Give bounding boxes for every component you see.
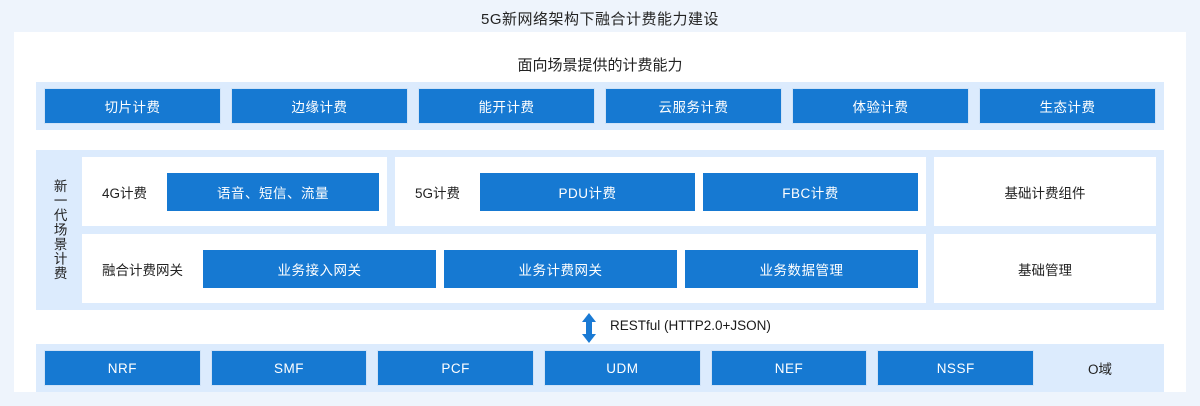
- network-function-pcf[interactable]: PCF: [377, 350, 535, 386]
- charging-row-core: 4G计费 语音、短信、流量 5G计费 PDU计费 FBC计费 基础计费组件: [82, 157, 1156, 226]
- vertical-section-label: 新一代场景计费: [51, 179, 67, 281]
- charging-rows: 4G计费 语音、短信、流量 5G计费 PDU计费 FBC计费 基础计费组件 融合…: [82, 157, 1156, 303]
- protocol-connector: RESTful (HTTP2.0+JSON): [36, 312, 1164, 346]
- network-function-band: NRF SMF PCF UDM NEF NSSF O域: [36, 344, 1164, 392]
- capability-item-edge[interactable]: 边缘计费: [231, 88, 408, 124]
- panel-converged-gateway: 融合计费网关 业务接入网关 业务计费网关 业务数据管理: [82, 234, 926, 303]
- basic-management-label: 基础管理: [1018, 262, 1072, 278]
- network-function-nrf[interactable]: NRF: [44, 350, 201, 386]
- item-service-data-management[interactable]: 业务数据管理: [685, 249, 918, 288]
- panel-4g-charging: 4G计费 语音、短信、流量: [82, 157, 387, 226]
- double-headed-vertical-arrow-icon: [577, 312, 601, 344]
- capability-item-cloud-service[interactable]: 云服务计费: [605, 88, 782, 124]
- item-service-access-gateway[interactable]: 业务接入网关: [203, 249, 436, 288]
- panel-gateway-label: 融合计费网关: [102, 262, 183, 278]
- capability-item-slice[interactable]: 切片计费: [44, 88, 221, 124]
- charging-row-gateway: 融合计费网关 业务接入网关 业务计费网关 业务数据管理 基础管理: [82, 234, 1156, 303]
- item-pdu-charging[interactable]: PDU计费: [480, 172, 696, 211]
- capability-band: 切片计费 边缘计费 能开计费 云服务计费 体验计费 生态计费: [36, 82, 1164, 130]
- network-function-nef[interactable]: NEF: [710, 350, 868, 386]
- network-function-udm[interactable]: UDM: [544, 350, 701, 386]
- capability-item-ecosystem[interactable]: 生态计费: [979, 88, 1156, 124]
- network-function-smf[interactable]: SMF: [210, 350, 368, 386]
- capability-item-experience[interactable]: 体验计费: [792, 88, 969, 124]
- protocol-label: RESTful (HTTP2.0+JSON): [610, 318, 771, 333]
- panel-basic-charging-components: 基础计费组件: [934, 157, 1156, 226]
- section-subtitle: 面向场景提供的计费能力: [517, 57, 683, 74]
- panel-4g-label: 4G计费: [102, 185, 148, 201]
- panel-5g-charging: 5G计费 PDU计费 FBC计费: [395, 157, 926, 226]
- item-fbc-charging[interactable]: FBC计费: [703, 172, 919, 211]
- basic-charging-components-label: 基础计费组件: [1004, 185, 1086, 201]
- panel-basic-management: 基础管理: [934, 234, 1156, 303]
- page-title: 5G新网络架构下融合计费能力建设: [480, 11, 719, 28]
- diagram-card: 面向场景提供的计费能力 切片计费 边缘计费 能开计费 云服务计费 体验计费 生态…: [14, 32, 1186, 392]
- charging-platform-band: 新一代场景计费 4G计费 语音、短信、流量 5G计费 PDU计费 FBC计费 基…: [36, 150, 1164, 310]
- item-voice-sms-data[interactable]: 语音、短信、流量: [167, 172, 379, 211]
- o-domain-label: O域: [1088, 362, 1113, 377]
- capability-item-capability-open[interactable]: 能开计费: [418, 88, 595, 124]
- network-function-nssf[interactable]: NSSF: [877, 350, 1035, 386]
- item-service-charging-gateway[interactable]: 业务计费网关: [444, 249, 677, 288]
- panel-5g-label: 5G计费: [415, 185, 461, 201]
